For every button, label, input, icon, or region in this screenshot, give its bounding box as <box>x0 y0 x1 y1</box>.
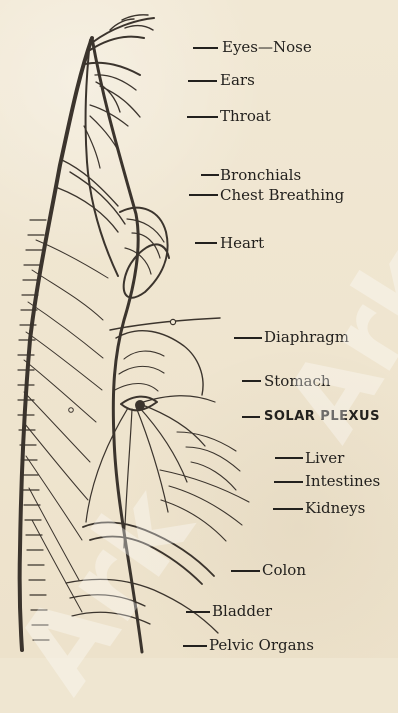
eyes-nose-leader <box>193 47 218 49</box>
intestine-branches <box>160 470 249 541</box>
diaphragm-node <box>170 319 175 324</box>
solar-radiation <box>86 396 215 548</box>
left-spine-nodes <box>18 220 49 640</box>
stomach-leader <box>242 380 261 382</box>
ears-label: Ears <box>220 73 255 88</box>
intestines-leader <box>274 481 303 483</box>
stomach-loops <box>113 351 164 391</box>
pelvic-organs-leader <box>183 645 207 647</box>
throat-leader <box>187 116 218 118</box>
bladder-label: Bladder <box>212 604 272 619</box>
pelvic-organs-label: Pelvic Organs <box>209 638 314 653</box>
intestines-label: Intestines <box>305 474 380 489</box>
kidneys-leader <box>273 508 303 510</box>
heart-branches <box>125 219 164 274</box>
solar-plexus-leader <box>242 416 260 418</box>
liver-leader <box>275 457 303 459</box>
kidneys-label: Kidneys <box>305 501 365 516</box>
left-node <box>69 408 74 413</box>
diaphragm-label: Diaphragm <box>264 330 349 345</box>
bronchials-label: Bronchials <box>220 168 301 183</box>
chest-breathing-label: Chest Breathing <box>220 188 344 203</box>
bronchials-leader <box>201 174 219 176</box>
solar-node <box>135 400 145 410</box>
stomach-label: Stomach <box>264 374 331 389</box>
stomach-arch <box>116 331 203 395</box>
pelvic-branch <box>66 579 218 633</box>
throat-label: Throat <box>220 109 271 124</box>
main-trunk-right <box>92 38 142 652</box>
diaphragm-leader <box>234 337 262 339</box>
colon-label: Colon <box>262 563 306 578</box>
ears-leader <box>188 80 217 82</box>
main-trunk-left <box>20 38 92 650</box>
colon-loop <box>83 522 214 584</box>
chest-breathing-leader <box>189 194 218 196</box>
diaphragm-line <box>110 318 220 330</box>
colon-leader <box>231 570 260 572</box>
heart-label: Heart <box>220 236 264 251</box>
heart-loop <box>120 208 169 298</box>
liver-label: Liver <box>305 451 344 466</box>
eyes-nose-label: Eyes—Nose <box>222 40 312 55</box>
solar-plexus-label: SOLAR PLEXUS <box>264 410 380 423</box>
bladder-leader <box>186 611 210 613</box>
heart-leader <box>195 242 217 244</box>
